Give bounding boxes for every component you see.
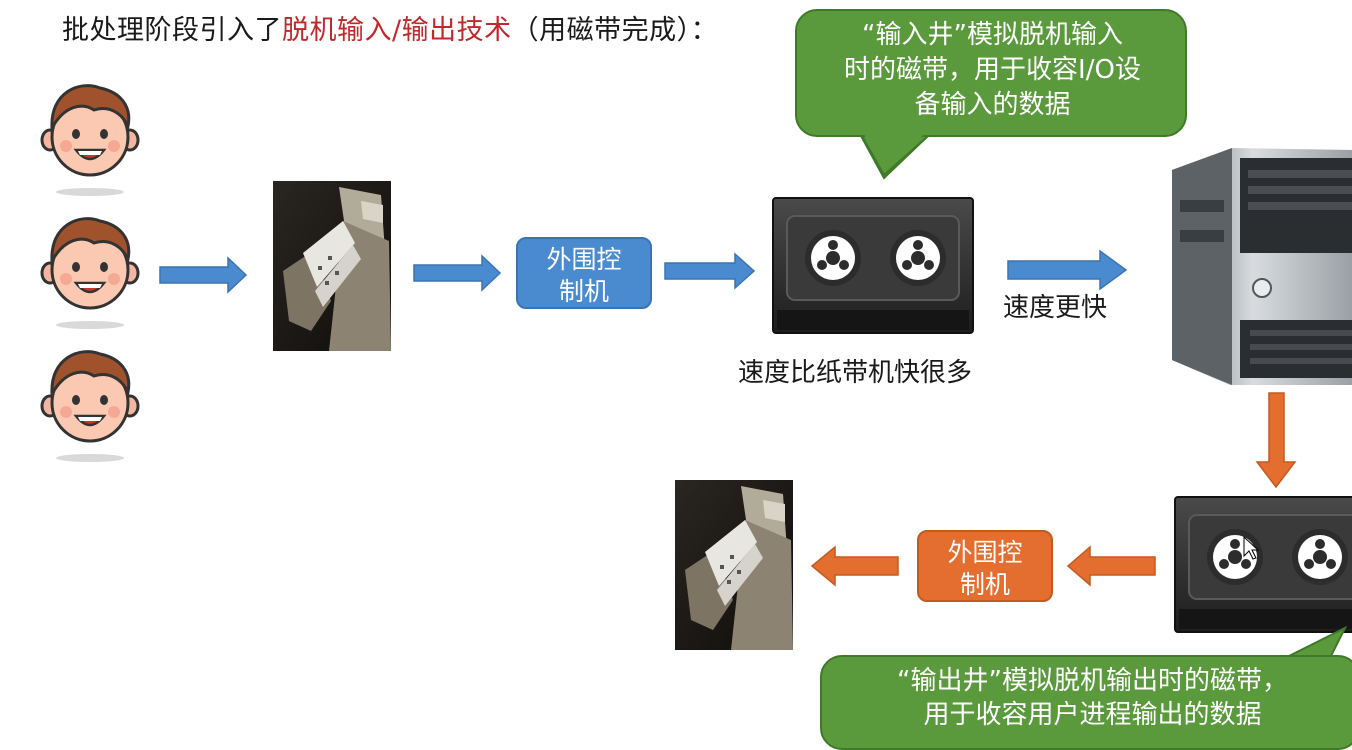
controller-label: 外围控: [947, 538, 1023, 567]
paper-tape-machine-icon: [675, 480, 793, 650]
arrow-left-icon: [1066, 545, 1156, 587]
faster-caption: 速度更快: [1003, 293, 1108, 323]
input-well-line: 时的磁带，用于收容I/O设: [844, 55, 1141, 85]
output-well-text: “输出井”模拟脱机输出时的磁带， 用于收容用户进程输出的数据: [830, 664, 1352, 732]
title-highlight: 脱机输入/输出技术: [282, 15, 512, 46]
user-face-icon: [40, 84, 140, 198]
page-title: 批处理阶段引入了脱机输入/输出技术（用磁带完成）：: [62, 8, 718, 47]
bubble-tail: [858, 133, 933, 180]
input-peripheral-controller: 外围控 制机: [516, 237, 652, 309]
arrow-left-icon: [810, 545, 899, 587]
title-suffix: （用磁带完成）：: [511, 15, 719, 46]
arrow-down-icon: [1255, 392, 1297, 489]
user-face-icon: [40, 217, 140, 331]
output-well-line: 用于收容用户进程输出的数据: [923, 700, 1262, 730]
output-well-line: “输出井”模拟脱机输出时的磁带，: [897, 666, 1288, 696]
input-well-line: “输入井”模拟脱机输入: [862, 20, 1123, 50]
controller-label: 制机: [558, 277, 609, 306]
arrow-right-icon: [664, 252, 756, 290]
mouse-cursor-icon: [1243, 535, 1260, 560]
output-peripheral-controller: 外围控 制机: [917, 530, 1053, 602]
tape-speed-caption: 速度比纸带机快很多: [738, 358, 973, 388]
input-well-text: “输入井”模拟脱机输入 时的磁带，用于收容I/O设 备输入的数据: [800, 18, 1185, 123]
output-well-bubble: [820, 655, 1352, 750]
magnetic-tape-icon: [1174, 496, 1352, 633]
controller-label: 外围控: [546, 245, 622, 274]
input-well-bubble: [795, 9, 1187, 137]
arrow-right-icon: [159, 256, 248, 294]
arrow-right-icon: [1007, 249, 1128, 291]
input-well-line: 备输入的数据: [914, 90, 1071, 120]
computer-tower-icon: [1172, 148, 1352, 385]
user-face-icon: [40, 350, 140, 464]
controller-label: 制机: [959, 570, 1010, 599]
magnetic-tape-icon: [772, 197, 974, 334]
title-prefix: 批处理阶段引入了: [62, 15, 282, 46]
arrow-right-icon: [413, 254, 502, 292]
paper-tape-machine-icon: [273, 181, 391, 351]
